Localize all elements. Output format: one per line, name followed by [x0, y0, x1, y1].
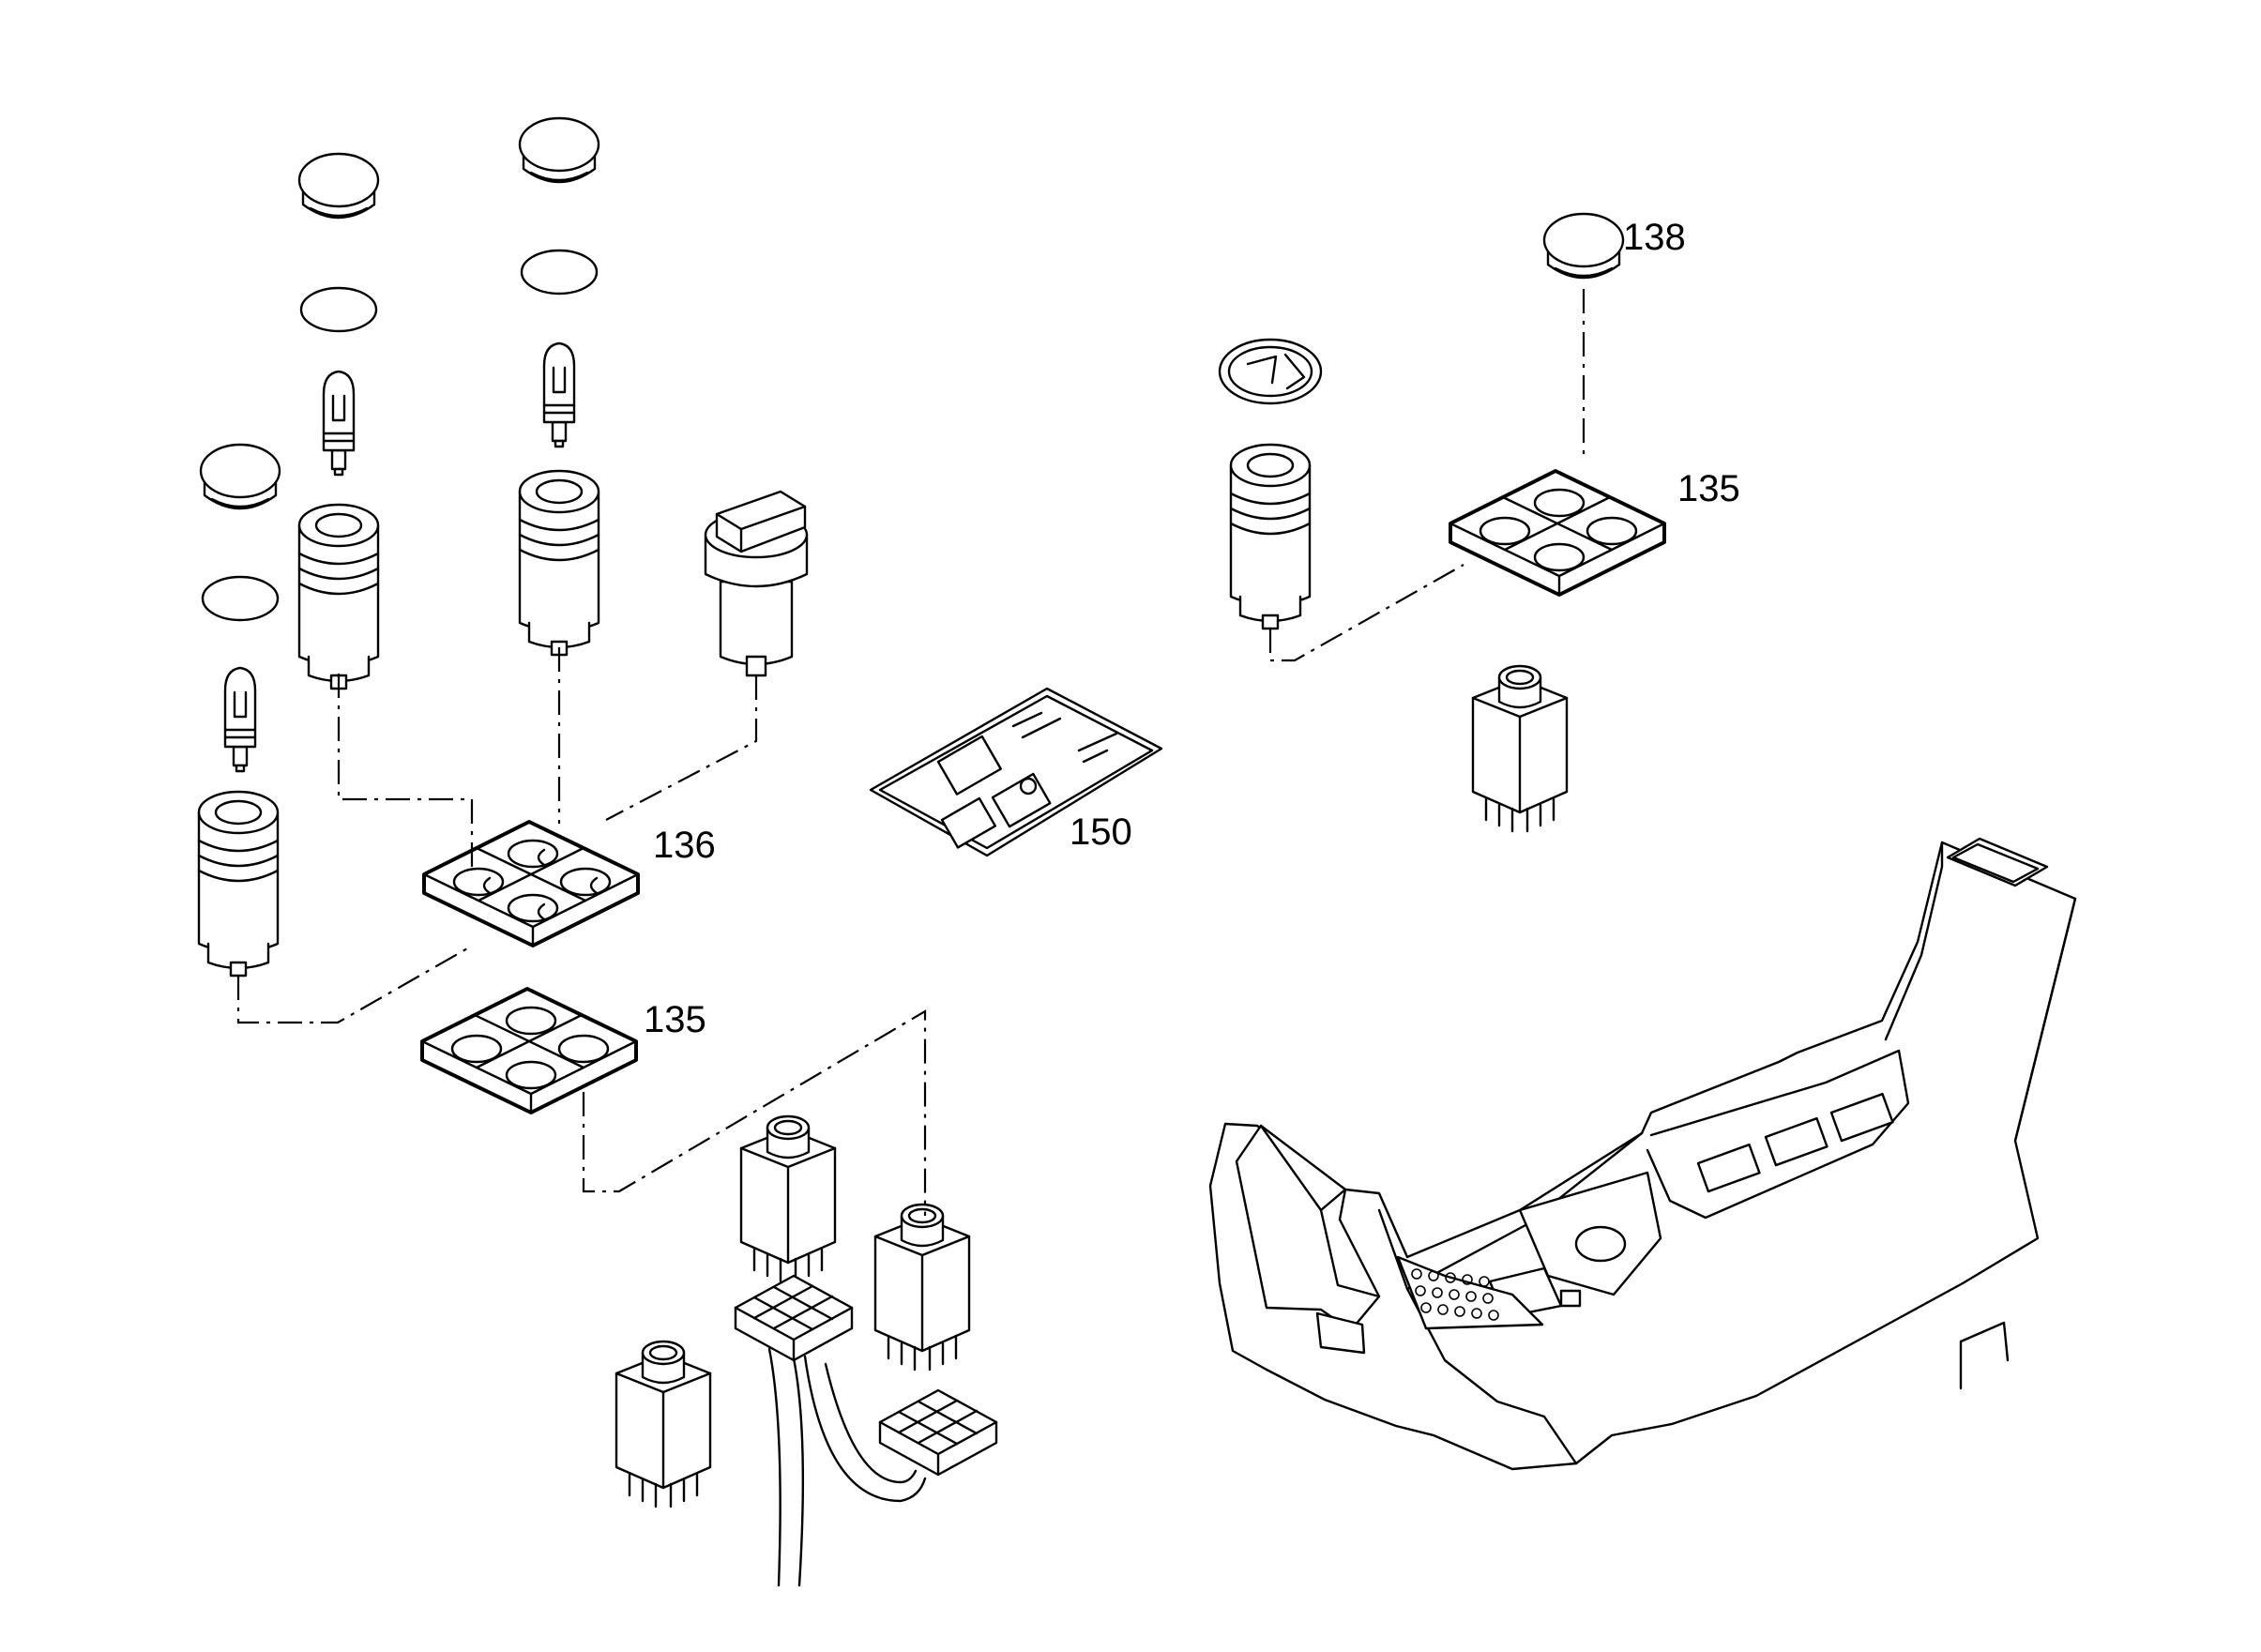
cap-icon: [1542, 212, 1625, 280]
connector-icon: [878, 1388, 998, 1477]
label-plate-150-icon: [869, 687, 1163, 857]
bulb-icon: [223, 666, 257, 773]
plate-contacts-icon: [482, 848, 599, 921]
lamp-socket-icon: [197, 790, 280, 978]
relay-icon: [739, 1114, 837, 1283]
rotary-switch-icon: [704, 490, 809, 677]
leader-lines: [236, 647, 927, 1216]
lens-icon: [520, 249, 599, 296]
center-console-icon: [1208, 837, 2077, 1471]
leader-lines-right: [1268, 289, 1586, 662]
lens-icon: [201, 575, 280, 622]
callout-136: 136: [653, 825, 716, 866]
callout-138: 138: [1623, 217, 1686, 258]
bulb-icon: [542, 341, 576, 448]
wire-harness-icon: [767, 1347, 927, 1587]
callout-150: 150: [1070, 811, 1132, 853]
callout-135-left: 135: [644, 999, 706, 1040]
relay-icon: [1471, 664, 1569, 833]
bulb-holder-icon: [1218, 338, 1323, 405]
relay-icon: [873, 1203, 971, 1372]
lamp-socket-icon: [518, 469, 600, 657]
cap-icon: [518, 116, 600, 184]
lens-icon: [299, 286, 378, 333]
callout-135-right: 135: [1677, 468, 1740, 509]
switch-plate-135-icon: [420, 987, 638, 1114]
connector-icon: [734, 1274, 854, 1362]
lamp-socket-icon: [1229, 443, 1312, 630]
cap-icon: [199, 443, 281, 510]
relay-icon: [615, 1340, 712, 1508]
cap-icon: [297, 152, 380, 220]
lamp-socket-icon: [297, 503, 380, 690]
switch-plate-135-right-icon: [1449, 469, 1666, 597]
switch-plate-136-icon: [422, 820, 640, 947]
bulb-icon: [322, 370, 356, 477]
